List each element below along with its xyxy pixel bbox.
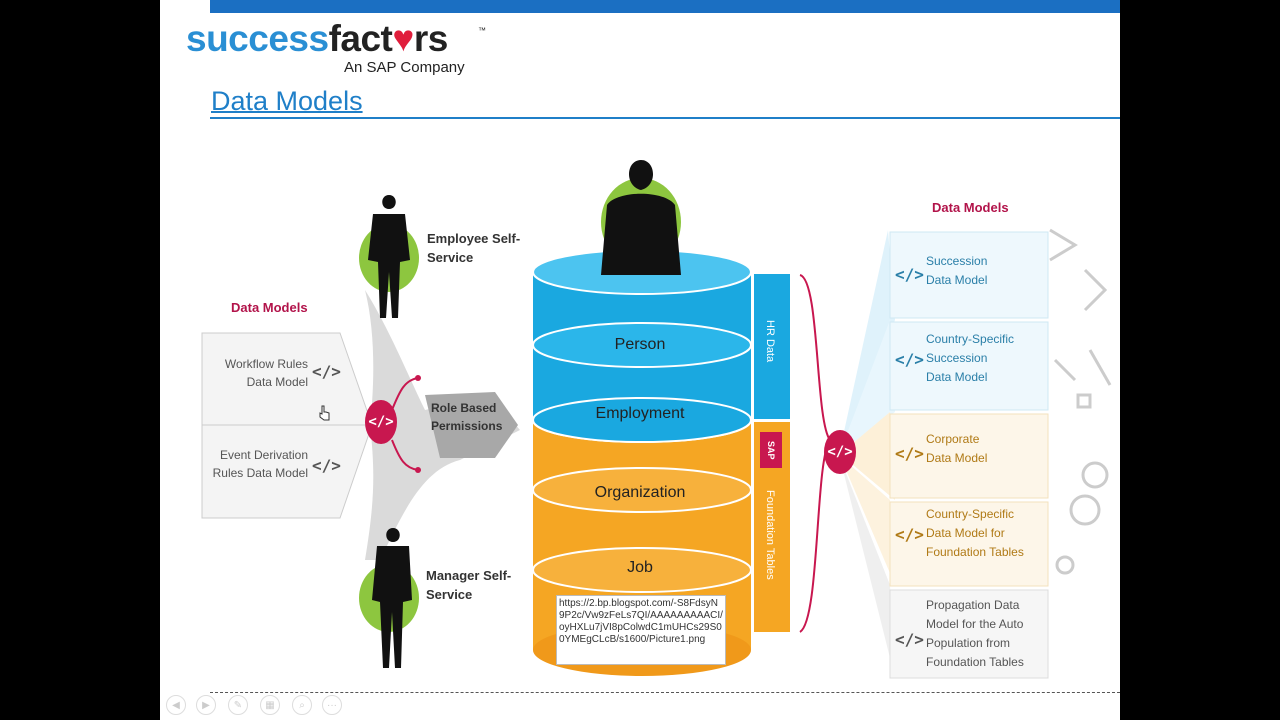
arrow-up-tip	[415, 375, 421, 381]
event-derivation-label: Event Derivation Rules Data Model	[190, 446, 308, 482]
manager-silhouette	[372, 528, 412, 668]
more-icon[interactable]: ···	[322, 695, 342, 715]
event-code-icon: </>	[312, 456, 341, 475]
right-box-2	[889, 321, 1049, 411]
role-permissions-label: Role Based Permissions	[431, 399, 502, 435]
role-line1: Role Based	[431, 401, 497, 415]
decorative-pattern	[1049, 228, 1112, 575]
title-underline-rule	[210, 117, 1120, 119]
succession-code-icon: </>	[895, 265, 924, 284]
manager-line1: Manager Self-	[426, 568, 512, 583]
play-icon[interactable]: ▶	[196, 695, 216, 715]
workflow-code-icon: </>	[312, 362, 341, 381]
country-succession-line3: Data Model	[926, 370, 988, 384]
top-blue-bar	[210, 0, 1120, 13]
logo-fact-text: fact	[328, 18, 393, 59]
logo-success-text: success	[186, 18, 329, 59]
propagation-line3: Population from	[926, 636, 1011, 650]
trademark-symbol: ™	[478, 26, 486, 35]
propagation-line2: Model for the Auto	[926, 617, 1024, 631]
hand-cursor-icon	[319, 405, 330, 421]
event-line1: Event Derivation	[219, 448, 308, 462]
country-succession-code-icon: </>	[895, 350, 924, 369]
slides-icon[interactable]: ▦	[260, 695, 280, 715]
country-foundation-line2: Data Model for	[926, 526, 1005, 540]
country-foundation-label: Country-Specific Data Model for Foundati…	[926, 505, 1024, 562]
ray-5	[840, 458, 895, 678]
arrow-down	[391, 439, 419, 471]
arrow-up	[391, 377, 419, 411]
corporate-line2: Data Model	[926, 451, 988, 465]
layer-job-label: Job	[627, 559, 653, 576]
heart-icon: ♥	[392, 18, 414, 59]
layer-divider-person	[532, 322, 752, 368]
manager-line2: Service	[426, 587, 473, 602]
right-models-heading: Data Models	[932, 200, 1009, 215]
succession-line1: Succession	[926, 254, 988, 268]
left-hub-symbol: </>	[368, 414, 394, 430]
layer-organization-label: Organization	[594, 484, 686, 501]
ray-3	[840, 412, 895, 500]
event-line2: Rules Data Model	[212, 466, 308, 480]
image-url-tooltip: https://2.bp.blogspot.com/-S8FdsyN9P2c/V…	[556, 595, 726, 665]
top-person-silhouette	[601, 160, 681, 275]
ray-1	[840, 230, 895, 450]
page-title: Data Models	[211, 86, 363, 116]
corporate-line1: Corporate	[926, 432, 980, 446]
logo-rs-text: rs	[413, 18, 448, 59]
right-hub-code-icon: </>	[824, 430, 856, 474]
sap-logo: SAP	[760, 432, 782, 468]
role-line2: Permissions	[431, 419, 503, 433]
zoom-icon[interactable]: ⌕	[292, 695, 312, 715]
employee-silhouette	[368, 195, 410, 318]
right-box-5	[889, 589, 1049, 679]
layer-divider-org	[532, 467, 752, 513]
left-models-heading: Data Models	[231, 300, 308, 315]
manager-self-service-label: Manager Self- Service	[426, 566, 511, 604]
propagation-line1: Propagation Data	[926, 598, 1020, 612]
foundation-tables-label: Foundation Tables	[764, 490, 776, 580]
succession-model-label: Succession Data Model	[926, 252, 987, 290]
corporate-code-icon: </>	[895, 444, 924, 463]
employee-self-service-label: Employee Self- Service	[427, 229, 520, 267]
country-succession-line2: Succession	[926, 351, 988, 365]
employee-line2: Service	[427, 250, 474, 265]
workflow-line2: Data Model	[246, 375, 308, 389]
country-foundation-code-icon: </>	[895, 525, 924, 544]
logo-subtitle: An SAP Company	[344, 59, 465, 76]
right-hub-symbol: </>	[827, 444, 853, 460]
country-succession-line1: Country-Specific	[926, 332, 1015, 346]
right-box-3	[889, 413, 1049, 499]
slide: successfact♥rs ™ An SAP Company Data Mod…	[160, 0, 1120, 720]
workflow-line1: Workflow Rules	[224, 357, 308, 371]
country-succession-label: Country-Specific Succession Data Model	[926, 330, 1014, 387]
country-foundation-line1: Country-Specific	[926, 507, 1015, 521]
left-hub-code-icon: </>	[365, 400, 397, 444]
ray-4	[840, 456, 895, 585]
right-box-4	[889, 501, 1049, 587]
right-box-1	[889, 231, 1049, 319]
propagation-model-label: Propagation Data Model for the Auto Popu…	[926, 596, 1024, 672]
layer-person-label: Person	[614, 336, 666, 353]
successfactors-logo: successfact♥rs	[186, 18, 448, 60]
hr-data-bar	[754, 274, 790, 419]
workflow-rules-label: Workflow Rules Data Model	[200, 355, 308, 391]
hr-data-label: HR Data	[764, 320, 776, 363]
arrow-down-tip	[415, 467, 421, 473]
corporate-model-label: Corporate Data Model	[926, 430, 987, 468]
employee-line1: Employee Self-	[427, 231, 521, 246]
layer-divider-job	[532, 547, 752, 593]
role-permissions-shape	[425, 392, 518, 458]
prev-icon[interactable]: ◀	[166, 695, 186, 715]
pen-icon[interactable]: ✎	[228, 695, 248, 715]
country-foundation-line3: Foundation Tables	[926, 545, 1024, 559]
bottom-dashed-line	[210, 692, 1120, 693]
layer-divider-employment	[532, 397, 752, 443]
propagation-code-icon: </>	[895, 630, 924, 649]
ray-2	[840, 320, 895, 452]
layer-employment-label: Employment	[595, 405, 685, 422]
succession-line2: Data Model	[926, 273, 988, 287]
propagation-line4: Foundation Tables	[926, 655, 1024, 669]
